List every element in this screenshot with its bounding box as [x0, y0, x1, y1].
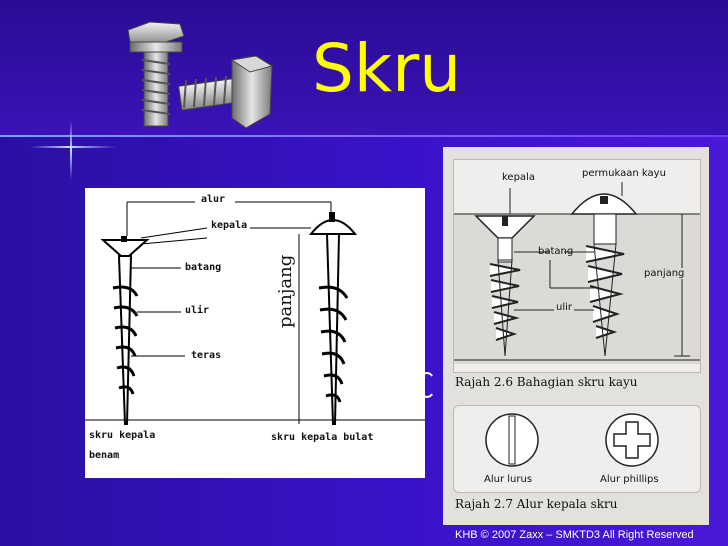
sparkle-decoration [30, 146, 116, 148]
footer-copyright: KHB © 2007 Zaxx – SMKTD3 All Right Reser… [455, 529, 694, 541]
caption-countersunk-line1: skru kepala [89, 430, 156, 441]
label-teras: teras [191, 350, 222, 361]
label-alur-lurus: Alur lurus [484, 474, 533, 485]
label-kepala-right: kepala [502, 172, 535, 183]
label-ulir-right: ulir [556, 302, 573, 313]
label-ulir: ulir [185, 305, 210, 316]
label-panjang: panjang [275, 254, 296, 328]
hex-bolt-screws-icon [127, 21, 274, 129]
slot-types-drawing [485, 413, 659, 467]
wood-screw-diagram: kepala permukaan kayu batang panjang uli… [443, 147, 709, 525]
label-batang: batang [185, 262, 222, 273]
title-band [0, 0, 728, 135]
label-batang-right: batang [538, 246, 574, 257]
slot-types-panel: Alur lurus Alur phillips [453, 405, 701, 493]
screw-drawing [85, 201, 425, 425]
label-alur: alur [201, 194, 226, 205]
decorative-bar [421, 290, 425, 324]
caption-round-head: skru kepala bulat [271, 432, 374, 443]
label-panjang-right: panjang [644, 268, 685, 279]
wood-screw-panel: kepala permukaan kayu batang panjang uli… [453, 159, 701, 373]
screw-parts-diagram: alur kepala batang ulir teras panjang sk… [85, 188, 425, 478]
slide-title: Skru [312, 30, 462, 107]
caption-countersunk-line2: benam [89, 450, 120, 461]
caption-figure-2-6: Rajah 2.6 Bahagian skru kayu [455, 375, 638, 389]
caption-figure-2-7: Rajah 2.7 Alur kepala skru [455, 497, 618, 511]
label-kepala: kepala [211, 220, 248, 231]
decorative-arc [418, 372, 436, 398]
title-separator [0, 135, 728, 137]
sparkle-decoration-vertical [70, 120, 72, 180]
wood-screw-drawing [454, 182, 700, 364]
label-alur-phillips: Alur phillips [600, 474, 659, 485]
label-permukaan-kayu: permukaan kayu [582, 168, 666, 179]
